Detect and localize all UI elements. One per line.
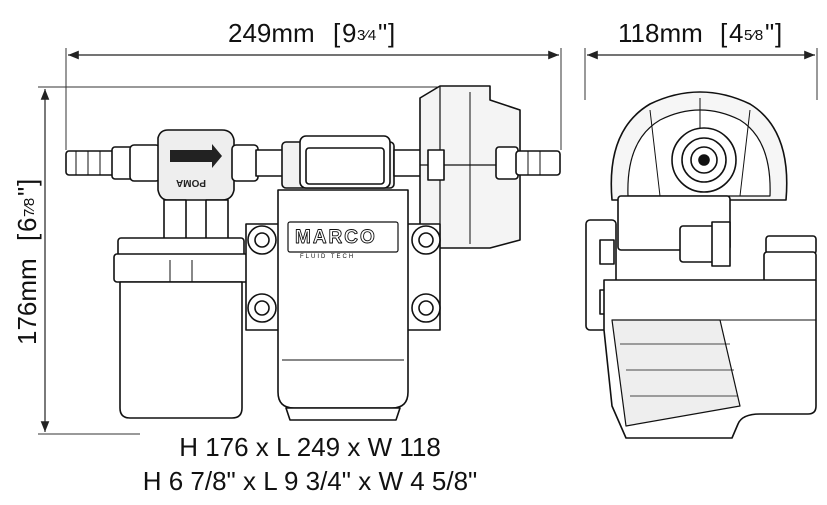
length-metric-label: 249mm bbox=[228, 18, 315, 48]
side-view bbox=[585, 91, 817, 439]
pump-body: MARCO FLUID TECH bbox=[245, 189, 441, 421]
svg-text:": " bbox=[378, 18, 387, 48]
svg-text:": " bbox=[765, 18, 774, 48]
height-metric-label: 176mm bbox=[12, 258, 42, 345]
height-imperial-fraction: 7⁄8 bbox=[21, 198, 38, 217]
right-hose-barb bbox=[495, 146, 561, 180]
filter-bowl bbox=[113, 237, 249, 419]
svg-text:]: ] bbox=[388, 18, 395, 48]
height-dimension: 176mm [ 6 7⁄8 " ] bbox=[12, 86, 440, 435]
height-imperial-whole: 6 bbox=[12, 218, 42, 232]
svg-text:[: [ bbox=[333, 18, 341, 48]
side-pump-housing bbox=[603, 279, 817, 439]
caption-imperial: H 6 7/8" x L 9 3/4" x W 4 5/8" bbox=[142, 466, 478, 496]
svg-text:[: [ bbox=[12, 233, 42, 241]
left-hose-barb bbox=[65, 146, 135, 180]
caption-metric: H 176 x L 249 x W 118 bbox=[179, 432, 441, 462]
svg-text:]: ] bbox=[775, 18, 782, 48]
side-outlet-port bbox=[671, 127, 737, 193]
svg-text:[: [ bbox=[720, 18, 728, 48]
svg-text:]: ] bbox=[12, 179, 42, 186]
brand-subtitle: FLUID TECH bbox=[300, 254, 355, 260]
front-view: POMA bbox=[65, 85, 561, 421]
valve-label: POMA bbox=[176, 177, 206, 188]
length-dimension: 249mm [ 9 3⁄4 " ] bbox=[65, 18, 562, 150]
inlet-valve: POMA bbox=[129, 129, 259, 201]
width-metric-label: 118mm bbox=[618, 18, 703, 48]
width-imperial-fraction: 5⁄8 bbox=[744, 27, 763, 44]
length-imperial-whole: 9 bbox=[342, 18, 356, 48]
svg-text:": " bbox=[12, 187, 42, 196]
length-imperial-fraction: 3⁄4 bbox=[357, 27, 376, 44]
brand-logo: MARCO bbox=[295, 227, 377, 248]
width-dimension: 118mm [ 4 5⁄8 " ] bbox=[584, 18, 818, 100]
width-imperial-whole: 4 bbox=[729, 18, 743, 48]
